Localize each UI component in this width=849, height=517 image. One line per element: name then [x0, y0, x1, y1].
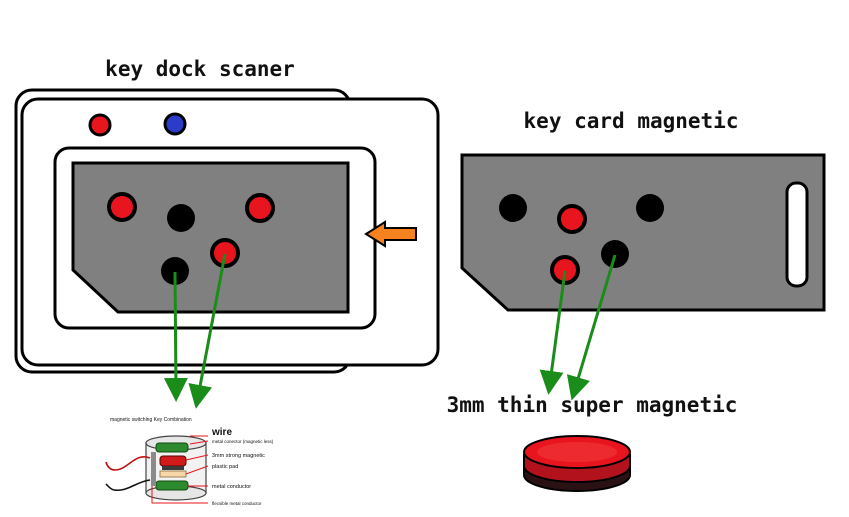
- card-red-contact: [550, 255, 580, 285]
- magnet-caption: 3mm thin super magnetic: [447, 393, 738, 417]
- top-conductor: [155, 442, 189, 453]
- scanner-red-contact: [210, 238, 240, 268]
- card-black-contact: [499, 194, 527, 222]
- card-black-contact: [636, 194, 664, 222]
- red-led-icon: [88, 113, 112, 137]
- strong-magnet: [159, 455, 187, 467]
- wire-black: [105, 479, 151, 492]
- wire-red: [105, 455, 151, 471]
- inset-title: magnetic switching Key Combination: [110, 417, 192, 423]
- key-card-magnetic: [460, 153, 826, 312]
- plastic-pad: [159, 470, 187, 478]
- blue-led-icon: [163, 112, 187, 136]
- inset-metal-conductor-label: metal conductor: [212, 484, 251, 490]
- pointer-arrow: [566, 254, 617, 401]
- magnet-disc-icon: [523, 435, 631, 492]
- inset-metal-conector-label: metal conector (magnetic less): [212, 439, 274, 444]
- magnetic-switch-inset: magnetic switching Key Combination wire …: [105, 417, 274, 506]
- inset-plastic-pad-label: plastic pad: [212, 464, 238, 470]
- key-card-body: [460, 153, 826, 312]
- pointer-arrow: [539, 270, 567, 395]
- card-red-contact: [557, 204, 587, 234]
- bottom-conductor: [155, 480, 189, 491]
- scanner-red-contact: [107, 192, 137, 222]
- key-dock-scanner: [14, 88, 440, 374]
- inset-wire-label: wire: [211, 427, 232, 438]
- scanner-red-contact: [245, 193, 275, 223]
- left-arrow-icon: [364, 220, 417, 248]
- scanner-black-contact: [161, 257, 189, 285]
- scanner-black-contact: [167, 204, 195, 232]
- pointer-arrow: [188, 253, 227, 409]
- inset-magnetic-label: 3mm strong magnetic: [212, 453, 265, 459]
- scanner-reader-plate: [71, 161, 350, 314]
- scanner-title: key dock scaner: [105, 57, 295, 81]
- inset-flexible-conductor-label: flecsible metal conductor: [212, 501, 262, 506]
- key-card-slot-hole: [785, 181, 809, 288]
- card-title: key card magnetic: [524, 109, 739, 133]
- card-black-contact: [601, 240, 629, 268]
- pointer-arrow: [163, 271, 188, 402]
